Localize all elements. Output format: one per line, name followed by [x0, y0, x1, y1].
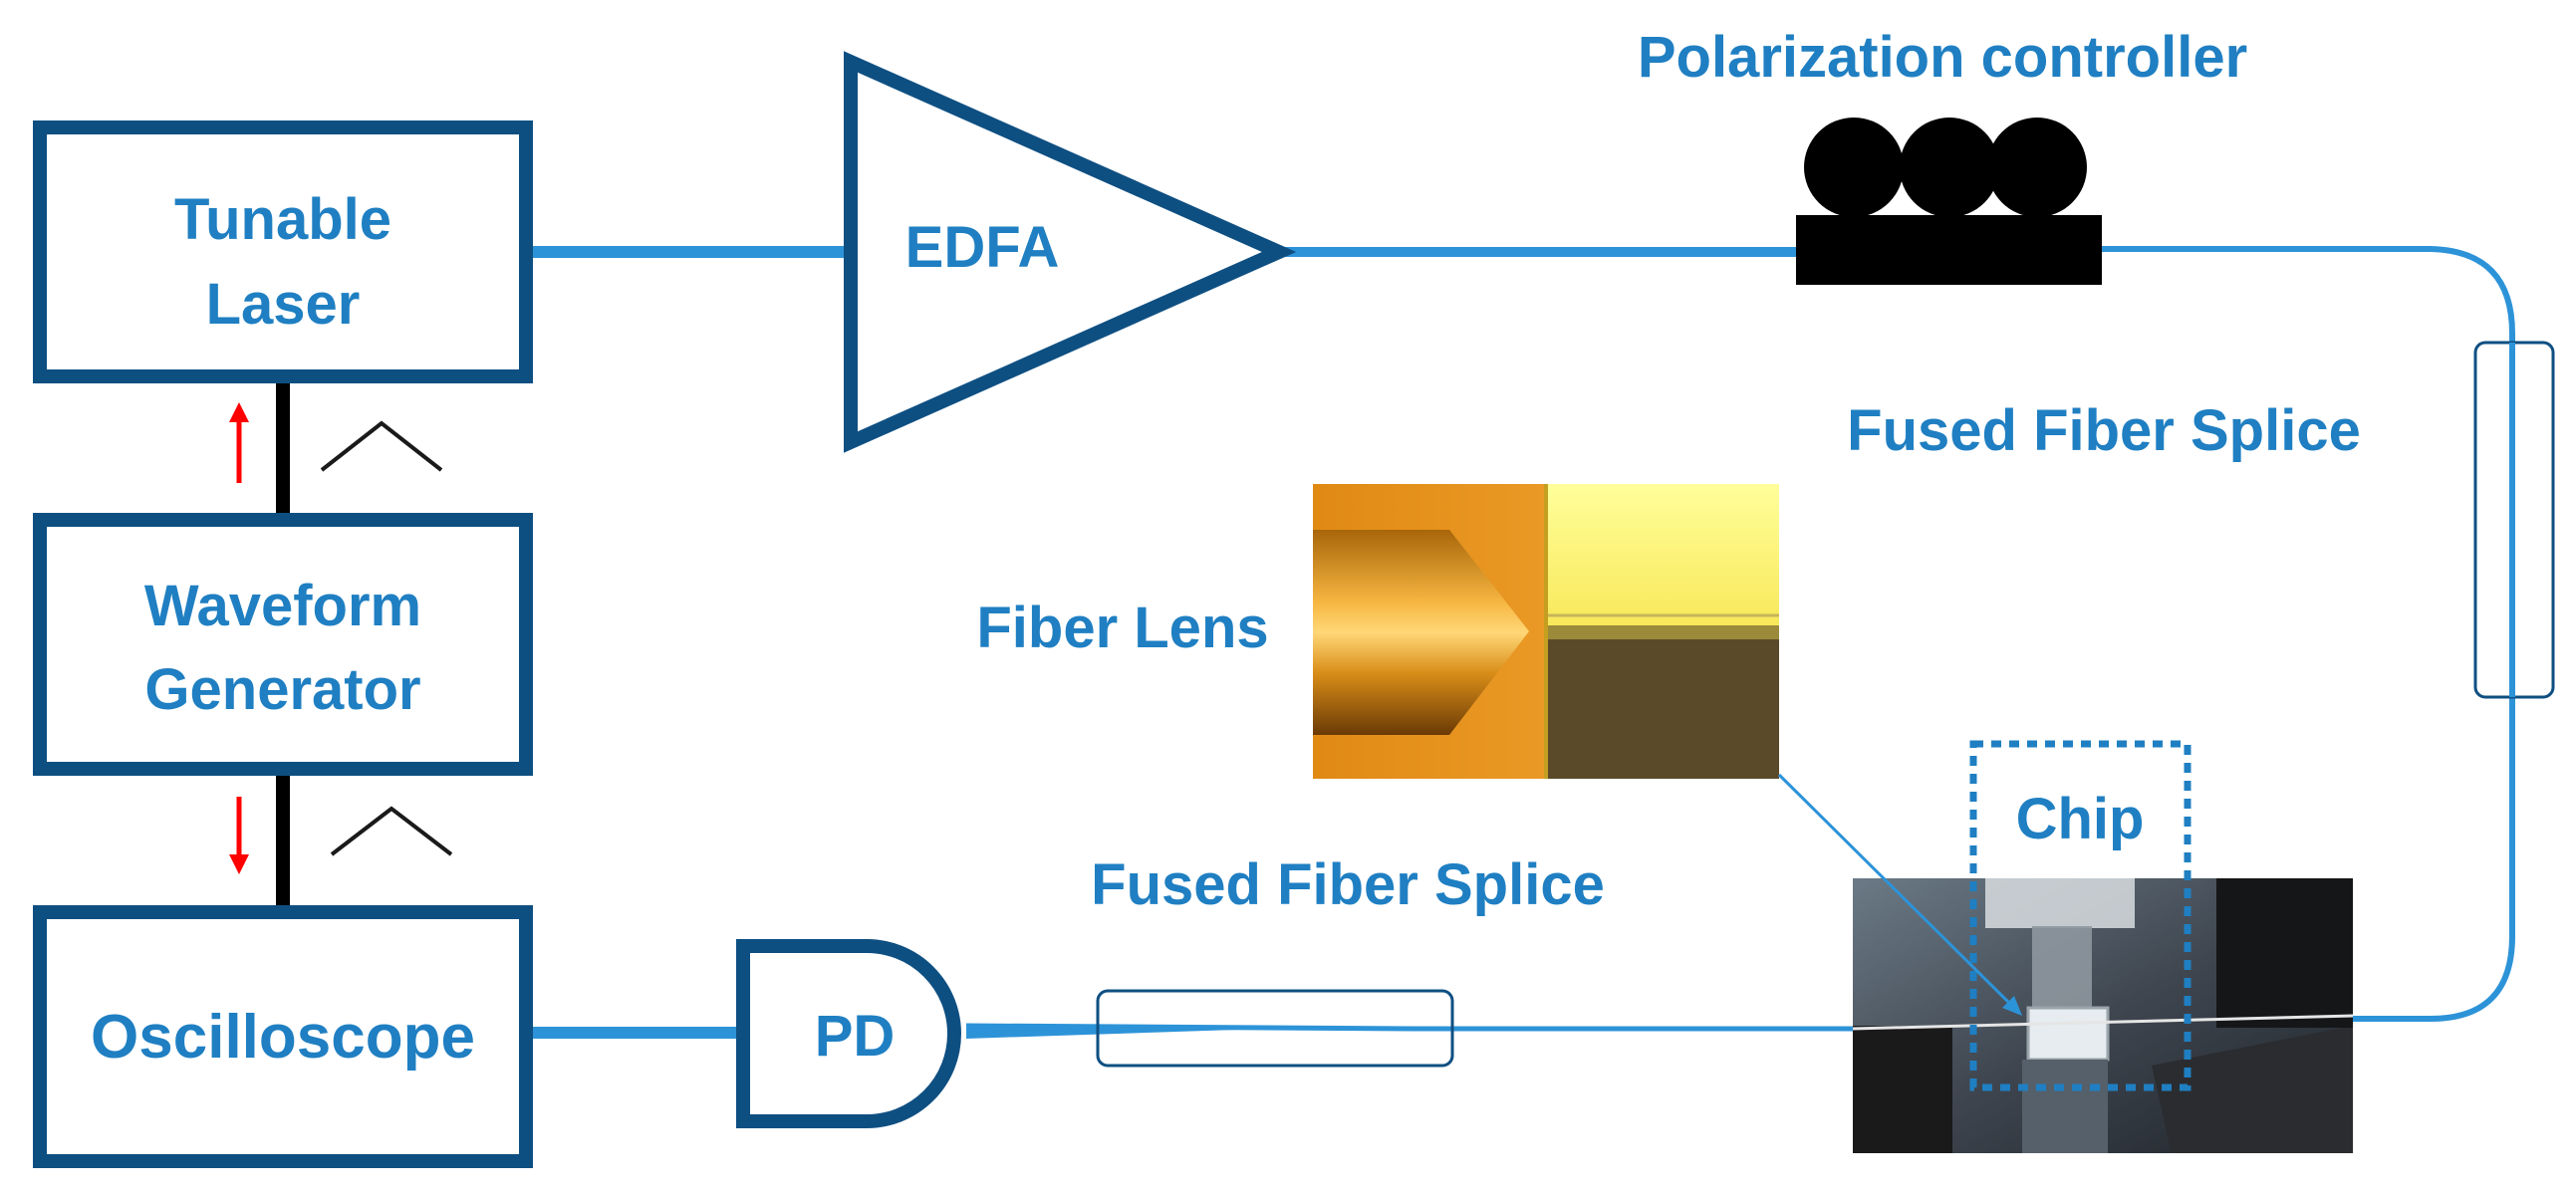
controller-paddle — [1987, 118, 2087, 217]
fused-fiber-splice-bottom: Fused Fiber Splice — [1091, 852, 1605, 1068]
fused-splice-right-label: Fused Fiber Splice — [1847, 398, 2361, 463]
controller-base — [1796, 215, 2102, 285]
chip-photo: Chip — [1852, 740, 2354, 1153]
tunable-laser-label-line1: Tunable — [174, 187, 391, 252]
photodetector: PD — [736, 939, 961, 1128]
edfa-label: EDFA — [905, 215, 1060, 280]
chip-highlight-box — [1969, 740, 2191, 1091]
waveform-generator-label-line2: Generator — [144, 657, 420, 722]
chip-die — [2026, 1006, 2110, 1062]
controller-paddle — [1804, 118, 1904, 217]
fiber-lens-body — [1313, 530, 1529, 735]
oscilloscope-label: Oscilloscope — [91, 1003, 475, 1072]
fiber-lens-label: Fiber Lens — [976, 596, 1268, 660]
pd-label: PD — [815, 1004, 896, 1069]
fiber-pd-taper — [966, 1024, 1295, 1039]
triangle-wave-icon — [330, 806, 453, 856]
polarization-controller-label: Polarization controller — [1638, 25, 2247, 90]
tunable-laser-block: Tunable Laser — [33, 120, 533, 383]
triangle-wave-icon — [320, 420, 443, 472]
down-arrow-icon — [229, 797, 249, 874]
chip-label: Chip — [2016, 787, 2145, 851]
fused-fiber-splice-right: Fused Fiber Splice — [1847, 341, 2555, 699]
edfa-amplifier: EDFA — [844, 51, 1297, 453]
splice-sleeve-bottom — [1096, 989, 1454, 1068]
lens-to-chip-callout — [1777, 773, 2014, 1008]
polarization-controller: Polarization controller — [1638, 25, 2247, 285]
fused-splice-bottom-label: Fused Fiber Splice — [1091, 852, 1605, 917]
oscilloscope-block: Oscilloscope — [33, 905, 533, 1168]
waveform-generator-label-line1: Waveform — [144, 574, 421, 638]
callout-arrowhead — [2002, 996, 2022, 1016]
up-arrow-icon — [229, 402, 249, 483]
controller-paddle — [1900, 118, 1999, 217]
waveform-generator-block: Waveform Generator — [33, 513, 533, 776]
fiber-lens-photo — [1313, 484, 1779, 779]
tunable-laser-label-line2: Laser — [206, 272, 361, 337]
